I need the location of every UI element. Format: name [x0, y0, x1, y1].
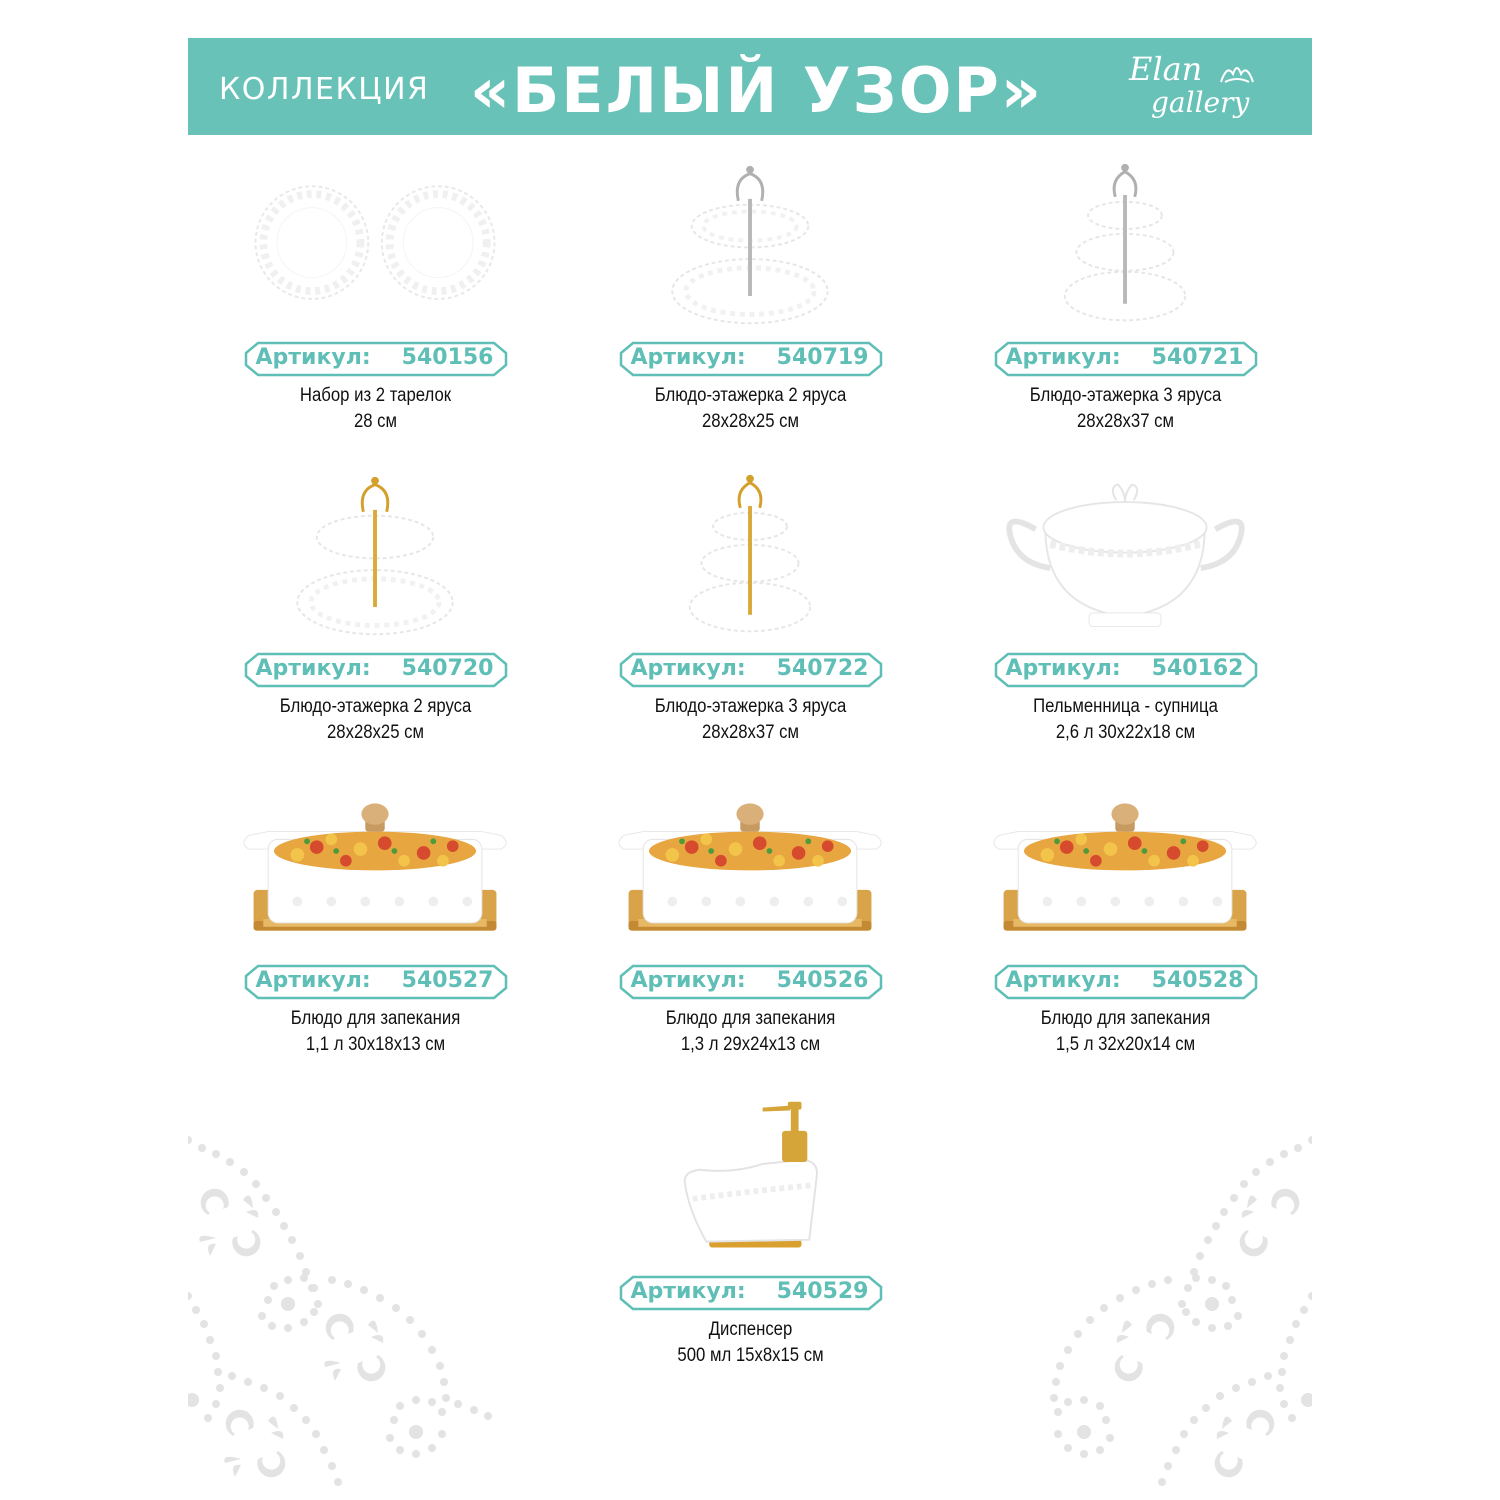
baking-dish-image: [618, 802, 882, 932]
soap-dispenser-image: [683, 1101, 819, 1248]
product-description: Блюдо для запекания 1,1 л 30x18x13 см: [211, 1006, 541, 1058]
product-size: 28 см: [353, 411, 398, 432]
article-number: 540529: [776, 1279, 869, 1304]
product-name: Блюдо для запекания: [1040, 1008, 1211, 1029]
product-description: Блюдо-этажерка 3 яруса 28x28x37 см: [586, 694, 916, 746]
article-label: Артикул:: [630, 968, 746, 993]
product-description: Пельменница - супница 2,6 л 30x22x18 см: [961, 694, 1291, 746]
soup-tureen-image: [1006, 483, 1245, 627]
article-number: 540719: [776, 345, 869, 370]
article-number: 540528: [1151, 968, 1244, 993]
product-description: Блюдо-этажерка 2 яруса 28x28x25 см: [211, 694, 541, 746]
product-size: 28x28x37 см: [1076, 411, 1175, 432]
product-description: Блюдо-этажерка 2 яруса 28x28x25 см: [586, 383, 916, 435]
brand-logo: Elan gallery: [1123, 48, 1263, 128]
product-size: 1,1 л 30x18x13 см: [305, 1034, 446, 1055]
product-name: Блюдо-этажерка 2 яруса: [654, 385, 847, 406]
product-description: Блюдо-этажерка 3 яруса 28x28x37 см: [961, 383, 1291, 435]
product-card-540529[interactable]: Артикул: 540529 Диспенсер 500 мл 15x8x15…: [563, 1094, 938, 1366]
article-label: Артикул:: [255, 345, 371, 370]
product-description: Набор из 2 тарелок 28 см: [211, 383, 541, 435]
article-badge: Артикул: 540721: [994, 341, 1258, 377]
product-description: Блюдо для запекания 1,3 л 29x24x13 см: [586, 1006, 916, 1058]
product-size: 28x28x37 см: [701, 722, 800, 743]
baking-dish-image: [243, 802, 507, 932]
product-description: Диспенсер 500 мл 15x8x15 см: [586, 1317, 916, 1369]
two-plates-image: [254, 185, 496, 300]
article-number: 540526: [776, 968, 869, 993]
product-card-540719[interactable]: Артикул: 540719 Блюдо-этажерка 2 яруса 2…: [563, 160, 938, 432]
product-name: Набор из 2 тарелок: [299, 385, 452, 406]
cake-stand-3-tier-silver-image: [1063, 163, 1187, 322]
article-number: 540527: [401, 968, 494, 993]
cake-stand-2-tier-gold-image: [296, 476, 454, 636]
product-card-540721[interactable]: Артикул: 540721 Блюдо-этажерка 3 яруса 2…: [938, 160, 1313, 432]
product-name: Блюдо для запекания: [290, 1008, 461, 1029]
logo-text-gallery: gallery: [1151, 86, 1250, 119]
article-label: Артикул:: [630, 345, 746, 370]
product-size: 1,5 л 32x20x14 см: [1055, 1034, 1196, 1055]
product-name: Диспенсер: [708, 1319, 793, 1340]
article-badge: Артикул: 540720: [244, 652, 508, 688]
article-label: Артикул:: [630, 1279, 746, 1304]
product-size: 1,3 л 29x24x13 см: [680, 1034, 821, 1055]
cake-stand-2-tier-silver-image: [671, 165, 829, 325]
product-description: Блюдо для запекания 1,5 л 32x20x14 см: [961, 1006, 1291, 1058]
product-card-540527[interactable]: Артикул: 540527 Блюдо для запекания 1,1 …: [188, 783, 563, 1055]
article-number: 540722: [776, 656, 869, 681]
article-label: Артикул:: [1005, 968, 1121, 993]
collection-header-banner: КОЛЛЕКЦИЯ «БЕЛЫЙ УЗОР» Elan gallery: [188, 38, 1312, 135]
article-badge: Артикул: 540156: [244, 341, 508, 377]
article-badge: Артикул: 540162: [994, 652, 1258, 688]
article-badge: Артикул: 540527: [244, 964, 508, 1000]
article-label: Артикул:: [255, 968, 371, 993]
product-card-540720[interactable]: Артикул: 540720 Блюдо-этажерка 2 яруса 2…: [188, 471, 563, 743]
cake-stand-3-tier-gold-image: [688, 474, 812, 633]
article-badge: Артикул: 540526: [619, 964, 883, 1000]
product-name: Блюдо-этажерка 3 яруса: [654, 696, 847, 717]
product-card-540722[interactable]: Артикул: 540722 Блюдо-этажерка 3 яруса 2…: [563, 471, 938, 743]
article-label: Артикул:: [1005, 345, 1121, 370]
article-label: Артикул:: [1005, 656, 1121, 681]
product-card-540162[interactable]: Артикул: 540162 Пельменница - супница 2,…: [938, 471, 1313, 743]
article-label: Артикул:: [630, 656, 746, 681]
crown-icon: [1220, 67, 1254, 83]
lace-ornament-right: [1050, 1136, 1312, 1486]
article-badge: Артикул: 540722: [619, 652, 883, 688]
product-name: Блюдо-этажерка 3 яруса: [1029, 385, 1222, 406]
article-label: Артикул:: [255, 656, 371, 681]
article-number: 540720: [401, 656, 494, 681]
baking-dish-image: [993, 802, 1257, 932]
product-card-540156[interactable]: Артикул: 540156 Набор из 2 тарелок 28 см: [188, 160, 563, 432]
product-size: 28x28x25 см: [701, 411, 800, 432]
product-size: 500 мл 15x8x15 см: [677, 1345, 824, 1366]
product-name: Блюдо-этажерка 2 яруса: [279, 696, 472, 717]
product-card-540526[interactable]: Артикул: 540526 Блюдо для запекания 1,3 …: [563, 783, 938, 1055]
article-number: 540721: [1151, 345, 1244, 370]
article-number: 540156: [401, 345, 494, 370]
collection-label: КОЛЛЕКЦИЯ: [219, 72, 430, 107]
product-size: 28x28x25 см: [326, 722, 425, 743]
product-size: 2,6 л 30x22x18 см: [1055, 722, 1196, 743]
article-number: 540162: [1151, 656, 1244, 681]
logo-text-elan: Elan: [1129, 50, 1203, 88]
article-badge: Артикул: 540719: [619, 341, 883, 377]
product-card-540528[interactable]: Артикул: 540528 Блюдо для запекания 1,5 …: [938, 783, 1313, 1055]
article-badge: Артикул: 540529: [619, 1275, 883, 1311]
article-badge: Артикул: 540528: [994, 964, 1258, 1000]
product-name: Пельменница - супница: [1033, 696, 1218, 717]
lace-ornament-left: [188, 1136, 492, 1486]
product-name: Блюдо для запекания: [665, 1008, 836, 1029]
collection-title: «БЕЛЫЙ УЗОР»: [470, 54, 1043, 127]
